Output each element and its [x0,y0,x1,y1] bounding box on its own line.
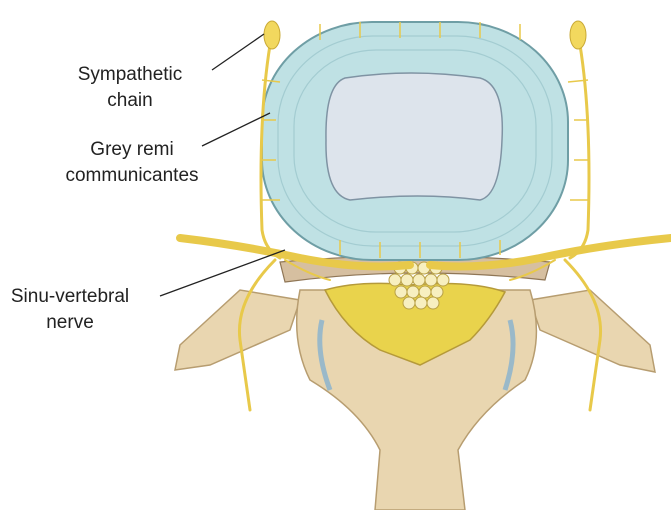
label-line: chain [107,90,153,111]
leader-lines [159,33,286,297]
label-line: Sympathetic [77,64,183,85]
label-sympathetic-chain: Sympathetic chain [10,62,250,114]
label-line: Grey remi [90,139,174,160]
sympathetic-ganglia [263,20,587,50]
label-grey-rami: Grey remi communicantes [12,137,252,189]
nerves [176,43,671,412]
rami-twigs [261,22,589,258]
label-line: Sinu-vertebral [10,286,130,307]
label-line: communicantes [65,165,199,186]
label-line: nerve [46,312,94,333]
label-sinu-vertebral-nerve: Sinu-vertebral nerve [0,284,190,336]
spinal-canal [323,282,507,366]
nucleus-pulposus [325,72,504,201]
vertebra [174,289,656,510]
